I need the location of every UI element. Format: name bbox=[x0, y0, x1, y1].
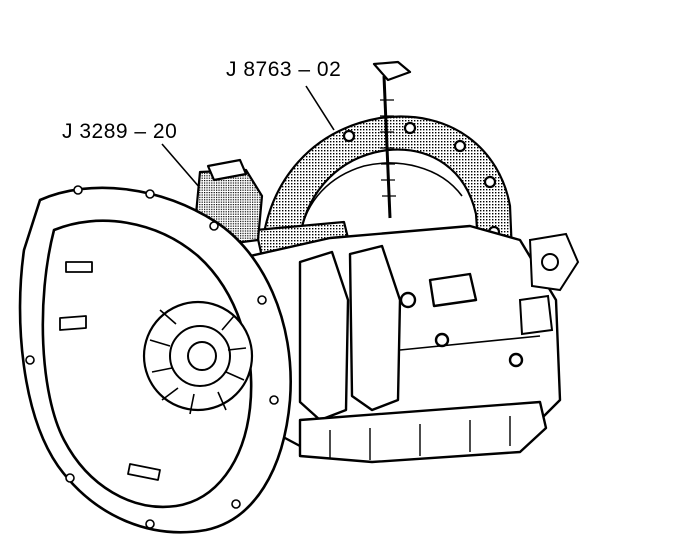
transmission-case bbox=[248, 224, 562, 464]
bell-housing bbox=[18, 185, 292, 534]
output-end bbox=[518, 232, 580, 336]
valve-body-line bbox=[399, 335, 541, 351]
leader-fixture bbox=[305, 85, 335, 131]
fixture-arch bbox=[260, 115, 516, 304]
leader-lines bbox=[161, 85, 335, 189]
oil-pan bbox=[298, 400, 548, 464]
callout-adapter-label: J 3289 – 20 bbox=[62, 120, 178, 143]
callout-fixture-label: J 8763 – 02 bbox=[226, 58, 342, 81]
fixture-t-handle bbox=[372, 60, 412, 219]
fixture-arch-inner-edge bbox=[299, 162, 463, 237]
leader-adapter bbox=[161, 143, 201, 189]
case-band-2 bbox=[348, 244, 402, 412]
case-band bbox=[298, 250, 350, 422]
input-shaft bbox=[187, 341, 217, 371]
